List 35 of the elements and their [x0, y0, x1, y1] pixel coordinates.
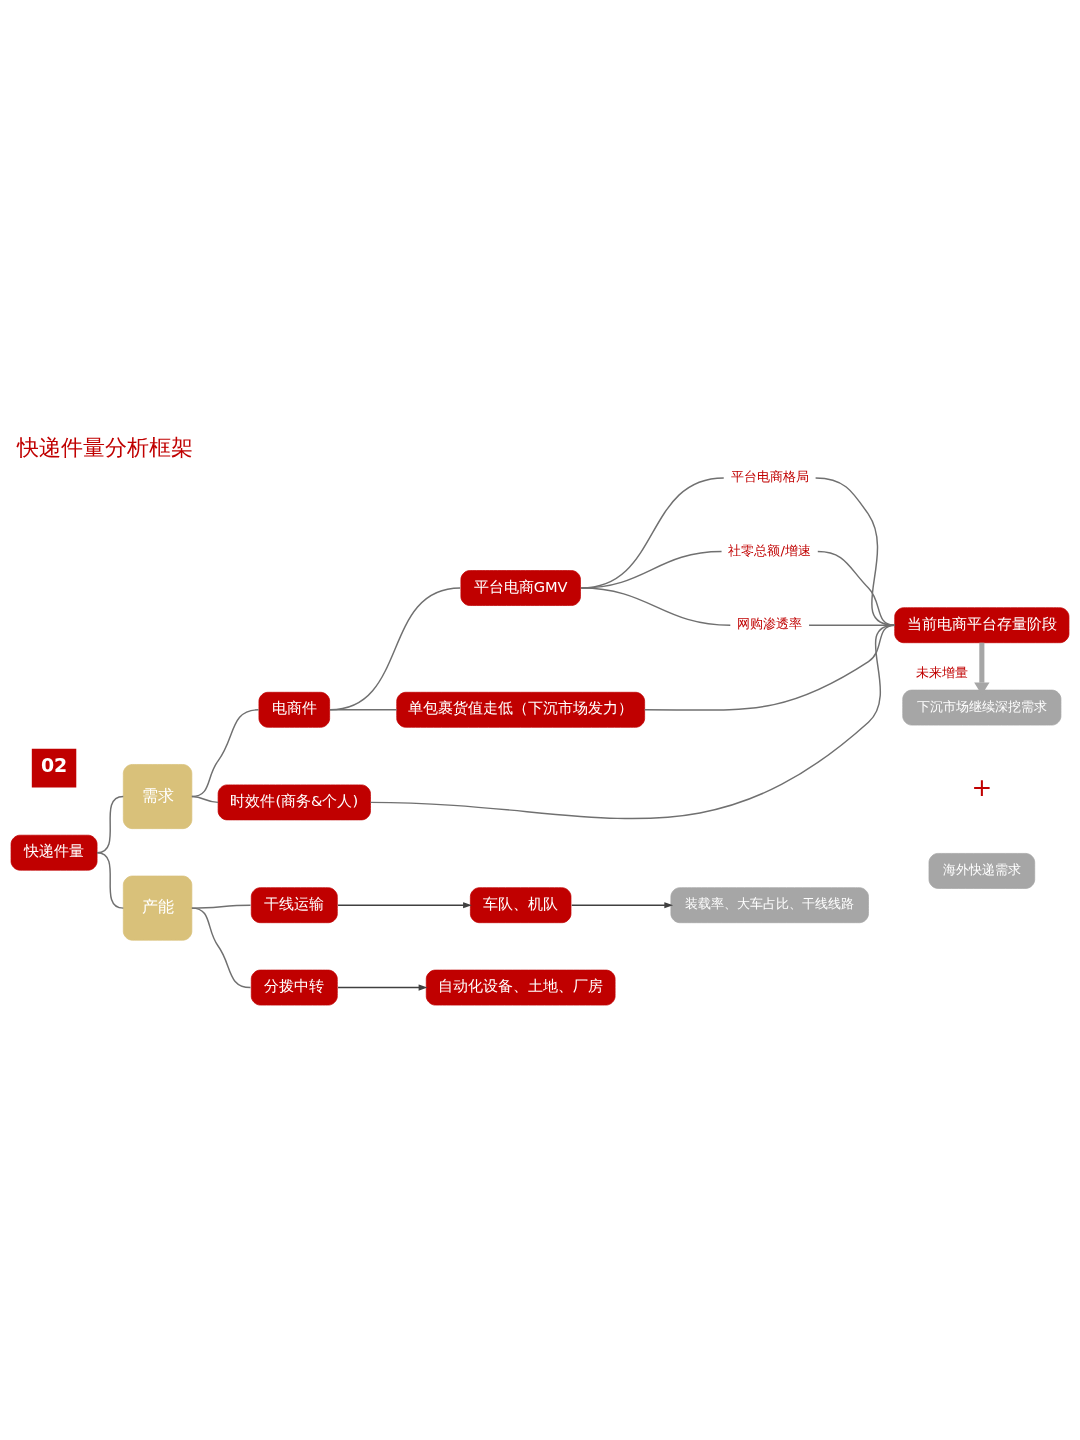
arrow	[571, 902, 674, 909]
connector	[329, 587, 461, 711]
arrow	[337, 984, 428, 991]
node-text: 社零总额/增速	[728, 542, 811, 558]
connector	[580, 587, 732, 626]
node-box: 下沉市场继续深挖需求	[902, 689, 1062, 726]
node-box: 需求	[122, 764, 193, 829]
arrow	[337, 902, 472, 909]
label: +	[971, 772, 993, 802]
node-box: 产能	[122, 875, 193, 941]
node-box: 时效件(商务&个人)	[217, 784, 371, 821]
node-box: 车队、机队	[470, 887, 572, 924]
node-box: 海外快递需求	[928, 853, 1036, 889]
node-box: 干线运输	[250, 887, 338, 924]
node-text: 平台电商格局	[730, 469, 809, 485]
edge-label: 未来增量	[915, 665, 968, 681]
node-text: 网购渗透率	[737, 616, 803, 632]
label: 02	[40, 754, 68, 777]
node-box: 快递件量	[10, 834, 98, 871]
connector	[191, 907, 252, 989]
connector	[191, 904, 252, 909]
connector	[808, 624, 896, 626]
node-box: 电商件	[258, 691, 330, 728]
node-box: 分拨中转	[250, 969, 338, 1006]
connector	[369, 624, 896, 820]
connector	[329, 709, 398, 711]
connector	[96, 851, 125, 909]
node-box: 自动化设备、土地、厂房	[425, 969, 616, 1006]
diagram-title: 快递件量分析框架	[16, 435, 193, 461]
node-box: 单包裹货值走低（下沉市场发力）	[396, 691, 645, 728]
node-box: 平台电商GMV	[460, 570, 581, 606]
node-box: 装载率、大车占比、干线线路	[670, 887, 869, 924]
connector	[643, 624, 896, 711]
connector	[191, 795, 219, 804]
node-box: 当前电商平台存量阶段	[894, 607, 1070, 644]
